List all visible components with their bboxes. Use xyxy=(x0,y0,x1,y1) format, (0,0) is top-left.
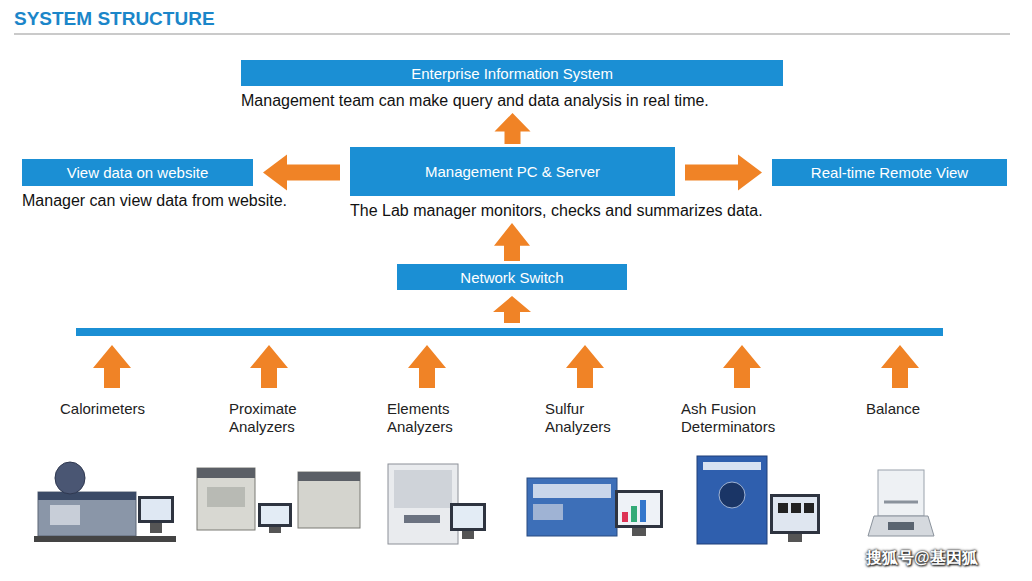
box-label: View data on website xyxy=(59,164,216,181)
device-arrow xyxy=(408,345,446,388)
monitor-stand xyxy=(150,523,162,533)
screen xyxy=(141,499,171,520)
device-label: Elements Analyzers xyxy=(387,400,471,436)
screen xyxy=(773,497,817,531)
panel xyxy=(50,505,80,525)
display xyxy=(888,522,914,530)
sample-rack xyxy=(533,484,611,498)
bench xyxy=(34,536,176,542)
monitor-stand xyxy=(462,531,474,539)
device-label: Ash Fusion Determinators xyxy=(681,400,797,436)
calorimeter-figure xyxy=(34,462,176,542)
box-label: Real-time Remote View xyxy=(803,164,976,181)
pan xyxy=(884,501,918,504)
machine-body xyxy=(527,478,617,536)
box-label: Management PC & Server xyxy=(417,163,608,180)
device-label: Sulfur Analyzers xyxy=(545,400,623,436)
panel xyxy=(533,504,563,520)
device-arrow xyxy=(566,345,604,388)
thumb xyxy=(791,503,801,513)
diagram-title: SYSTEM STRUCTURE xyxy=(14,8,215,30)
balance-base xyxy=(868,516,934,536)
watermark: 搜狐号@基因狐 xyxy=(866,548,978,569)
furnace-top xyxy=(298,472,360,481)
device-arrow xyxy=(93,345,131,388)
device-arrow xyxy=(723,345,761,388)
system-box: Management PC & ServerThe Lab manager mo… xyxy=(350,147,675,196)
balance-figure xyxy=(868,470,934,536)
block-arrow xyxy=(495,113,531,144)
label-strip xyxy=(703,462,761,470)
system-box: View data on websiteManager can view dat… xyxy=(22,159,253,186)
bus-arrow xyxy=(493,296,531,323)
monitor xyxy=(450,503,486,531)
ash-fusion-figure xyxy=(697,456,820,544)
door xyxy=(207,487,245,507)
bomb-dome xyxy=(55,462,85,494)
thumb xyxy=(778,503,788,513)
tray xyxy=(404,515,440,523)
draft-shield xyxy=(878,470,924,516)
device-arrow xyxy=(250,345,288,388)
block-arrow xyxy=(263,155,340,191)
system-box: Real-time Remote View xyxy=(772,159,1007,186)
monitor xyxy=(770,494,820,534)
proximate-figure xyxy=(197,468,360,533)
machine-body xyxy=(38,492,136,536)
system-box: Network Switch xyxy=(397,264,627,290)
thumb xyxy=(804,503,814,513)
furnace xyxy=(197,468,255,530)
device-label: Calorimeters xyxy=(60,400,190,418)
box-label: Enterprise Information System xyxy=(403,65,621,82)
sulfur-figure xyxy=(527,478,663,536)
chart-bar xyxy=(640,500,646,522)
viewport xyxy=(719,482,745,508)
chart-bar xyxy=(631,506,637,522)
monitor-stand xyxy=(632,528,646,536)
title-rule xyxy=(14,33,1010,35)
furnace xyxy=(298,472,360,528)
furnace-top xyxy=(197,468,255,478)
elements-figure xyxy=(388,464,486,544)
cabinet xyxy=(388,464,458,544)
monitor xyxy=(138,496,174,523)
device-label: Balance xyxy=(866,400,956,418)
box-label: Network Switch xyxy=(452,269,571,286)
system-box: Enterprise Information SystemManagement … xyxy=(241,60,783,86)
bus-arrows xyxy=(93,296,919,388)
box-caption: The Lab manager monitors, checks and sum… xyxy=(350,202,763,220)
box-caption: Manager can view data from website. xyxy=(22,192,287,210)
cabinet-window xyxy=(394,470,452,508)
screen xyxy=(261,506,289,524)
monitor-stand xyxy=(788,534,802,542)
bus-bar xyxy=(76,328,943,336)
device-arrow xyxy=(881,345,919,388)
monitor xyxy=(615,490,663,528)
furnace-body xyxy=(697,456,767,544)
device-label: Proximate Analyzers xyxy=(229,400,321,436)
monitor xyxy=(258,503,292,527)
chart-bar xyxy=(622,512,628,522)
machine-top xyxy=(38,492,136,500)
box-caption: Management team can make query and data … xyxy=(241,92,709,110)
screen xyxy=(618,493,660,525)
screen xyxy=(453,506,483,528)
block-arrow xyxy=(494,223,530,261)
block-arrow xyxy=(685,155,762,191)
monitor-stand xyxy=(269,527,281,533)
